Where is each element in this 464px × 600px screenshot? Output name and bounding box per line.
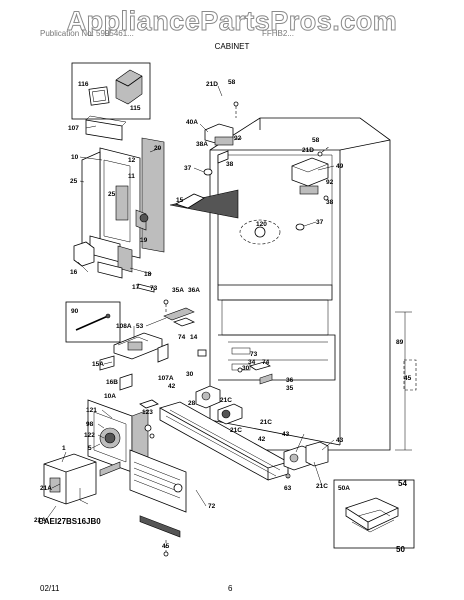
label-42-b: 42 (258, 436, 266, 443)
label-21c-1: 21C (220, 397, 232, 404)
part-49-hinge-cover (291, 157, 329, 187)
publication-number: Publication No: 5995461... (40, 29, 134, 38)
label-36: 36 (286, 377, 294, 384)
watermark-logo-text: AppliancePartsPros.com (66, 6, 398, 37)
model-header: FFHB2... (262, 29, 295, 38)
label-89: 89 (396, 339, 404, 346)
label-19: 19 (140, 237, 148, 244)
label-123: 123 (142, 409, 153, 416)
label-50a: 50A (338, 485, 350, 492)
part-20-panel (141, 137, 165, 253)
label-115: 115 (130, 105, 141, 112)
inset-box-50a (333, 479, 415, 549)
label-38a: 38A (196, 141, 208, 148)
label-21c-2: 21C (230, 427, 242, 434)
label-14: 14 (190, 334, 198, 341)
label-25b: 25 (108, 191, 116, 198)
label-21c-3: 21C (260, 419, 272, 426)
label-18: 18 (144, 271, 152, 278)
label-72: 72 (208, 503, 216, 510)
label-43-a: 43 (282, 431, 290, 438)
label-30: 30 (186, 371, 194, 378)
label-74-b: 74 (262, 359, 270, 366)
label-121: 121 (86, 407, 97, 414)
label-116: 116 (78, 81, 89, 88)
label-73: 73 (150, 285, 158, 292)
label-92-1: 92 (234, 135, 242, 142)
model-code: CAEI27BS16JB0 (38, 517, 101, 526)
label-28: 28 (188, 400, 196, 407)
footer-page-number: 6 (228, 584, 233, 593)
label-16b: 16B (106, 379, 118, 386)
inset-box-handle (71, 62, 151, 120)
part-120 (254, 226, 266, 238)
label-10a: 10A (104, 393, 116, 400)
label-21c-4: 21C (316, 483, 328, 490)
label-107a: 107A (158, 375, 174, 382)
part-115 (115, 69, 143, 105)
label-53: 53 (136, 323, 144, 330)
label-108a: 108A (116, 323, 132, 330)
part-107 (85, 119, 123, 141)
label-20: 20 (154, 145, 162, 152)
label-34: 34 (248, 359, 256, 366)
label-12: 12 (128, 157, 136, 164)
label-73-b: 73 (250, 351, 258, 358)
label-38-2: 38 (326, 199, 334, 206)
label-90: 90 (71, 308, 79, 315)
label-98: 98 (86, 421, 94, 428)
label-15a: 15A (92, 361, 104, 368)
footer-date: 02/11 (40, 584, 60, 593)
label-36a: 36A (188, 287, 200, 294)
label-40a: 40A (186, 119, 198, 126)
part-16 (73, 241, 95, 267)
label-11: 11 (128, 173, 135, 180)
label-25: 25 (70, 178, 78, 185)
label-45-b: 45 (404, 375, 412, 382)
label-30-b: 30 (242, 365, 250, 372)
label-63: 63 (284, 485, 292, 492)
label-50: 50 (396, 545, 405, 554)
label-45: 45 (162, 543, 170, 550)
label-49: 49 (336, 163, 344, 170)
part-15-duct (169, 189, 239, 219)
label-21a-1: 21A (40, 485, 52, 492)
label-43-b: 43 (336, 437, 344, 444)
label-21a-2: 21A (34, 517, 46, 524)
label-17: 17 (132, 284, 140, 291)
label-16: 16 (70, 269, 78, 276)
label-92-2: 92 (326, 179, 334, 186)
label-58-2: 58 (312, 137, 320, 144)
label-120: 120 (256, 221, 267, 228)
label-58-1: 58 (228, 79, 236, 86)
section-title: CABINET (214, 42, 250, 51)
inset-box-90 (65, 301, 121, 343)
part-123-grille (129, 449, 187, 513)
label-42: 42 (168, 383, 176, 390)
part-53-bracket (163, 307, 195, 321)
label-5: 5 (88, 445, 92, 452)
label-35a: 35A (172, 287, 184, 294)
label-38-1: 38 (226, 161, 234, 168)
label-35: 35 (286, 385, 294, 392)
label-1: 1 (62, 445, 66, 452)
label-37-1: 37 (184, 165, 192, 172)
label-10: 10 (71, 154, 79, 161)
label-21d-2: 21D (302, 147, 314, 154)
label-107: 107 (68, 125, 79, 132)
label-122: 122 (84, 432, 95, 439)
label-74: 74 (178, 334, 186, 341)
label-21d-1: 21D (206, 81, 218, 88)
label-54: 54 (398, 479, 407, 488)
label-37-2: 37 (316, 219, 324, 226)
label-15: 15 (176, 197, 184, 204)
